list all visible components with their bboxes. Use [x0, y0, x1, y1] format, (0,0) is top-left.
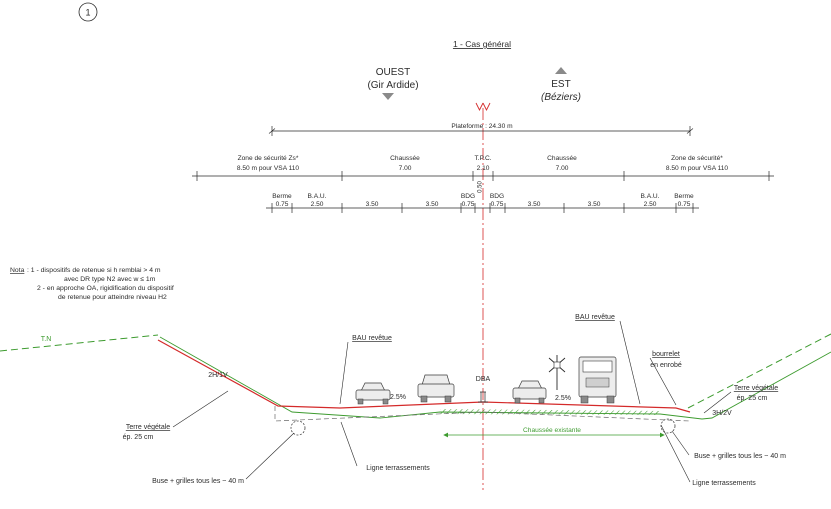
existing-road-label: Chaussée existante — [523, 427, 581, 434]
lane-value: 3.50 — [528, 201, 541, 208]
zone-label: Chaussée — [547, 155, 577, 162]
leader-line — [619, 320, 641, 405]
zones-dimension-line — [192, 171, 774, 181]
zone-label: Zone de sécurité Zs* — [238, 155, 299, 162]
lane-value: 3.50 — [588, 201, 601, 208]
lane-value: 3.50 — [366, 201, 379, 208]
leader-line — [339, 341, 349, 405]
lane-label: B.A.U. — [307, 193, 326, 200]
direction-east-name: EST — [551, 79, 570, 90]
median-barrier-label: DBA — [476, 376, 491, 383]
lanes-dimension-line — [266, 203, 699, 213]
direction-east-place: (Béziers) — [541, 92, 581, 103]
topsoil-left-label: Terre végétale — [126, 424, 170, 431]
leader-line — [340, 421, 358, 467]
zone-value: 8.50 m pour VSA 110 — [666, 165, 729, 172]
nota-line: 2 - en approche OA, rigidification du di… — [37, 285, 174, 292]
arrow-up-icon — [555, 67, 567, 74]
nota-line: avec DR type N2 avec w ≤ 1m — [64, 276, 156, 283]
culvert-left-label: Buse + grilles tous les ~ 40 m — [152, 478, 244, 485]
topsoil-right-label: Terre végétale — [734, 385, 778, 392]
lane-label: B.A.U. — [640, 193, 659, 200]
suv-icon — [417, 374, 455, 403]
leader-line — [649, 357, 677, 406]
lane-value: 3.50 — [426, 201, 439, 208]
natural-ground-label: T.N — [41, 336, 52, 343]
direction-west-name: OUEST — [376, 67, 410, 78]
drawing-title: 1 - Cas général — [453, 39, 511, 49]
nota-block: Nota : 1 - dispositifs de retenue si h r… — [10, 267, 174, 301]
leader-line — [660, 424, 691, 483]
zone-value: 7.00 — [399, 165, 412, 172]
natural-ground-line-left — [0, 334, 159, 352]
direction-west-place: (Gir Ardide) — [367, 80, 418, 91]
topsoil-left-sub-label: ép. 25 cm — [123, 434, 154, 441]
lane-label: Berme — [674, 193, 694, 200]
bau-right-label: BAU revêtue — [575, 314, 615, 321]
zone-label: Zone de sécurité* — [671, 155, 723, 162]
lane-label: Berme — [272, 193, 292, 200]
leader-line — [172, 390, 229, 428]
lane-value: 0.75 — [678, 201, 691, 208]
nota-line: : 1 - dispositifs de retenue si h rembla… — [27, 267, 161, 274]
culvert-right-icon — [660, 418, 676, 434]
topsoil-line — [159, 336, 831, 420]
platform-dimension-line — [268, 126, 694, 136]
zone-label: T.P.C. — [474, 155, 491, 162]
lane-label: BDG — [490, 193, 504, 200]
earthworks-right-label: Ligne terrassements — [692, 480, 756, 487]
culvert-left-icon — [290, 420, 306, 436]
platform-width: Plateforme : 24.30 m — [451, 123, 513, 130]
axis-offset-value: 0.50 — [478, 181, 484, 193]
median-barrier-icon — [478, 391, 488, 403]
lane-value: 0.75 — [276, 201, 289, 208]
lane-value: 2.50 — [311, 201, 324, 208]
existing-road-hatch — [440, 409, 660, 415]
leader-line — [703, 391, 732, 414]
lighting-mast-icon — [548, 355, 566, 390]
zone-value: 2.10 — [477, 165, 490, 172]
lane-label: BDG — [461, 193, 475, 200]
lane-value: 0.75 — [491, 201, 504, 208]
sheet-number-badge: 1 — [78, 2, 98, 22]
lane-value: 2.50 — [644, 201, 657, 208]
car-icon — [355, 382, 391, 405]
zone-value: 7.00 — [556, 165, 569, 172]
zone-value: 8.50 m pour VSA 110 — [237, 165, 300, 172]
zone-label: Chaussée — [390, 155, 420, 162]
car-icon — [512, 380, 547, 404]
nota-line: de retenue pour atteindre niveau H2 — [58, 294, 167, 301]
earthworks-left-label: Ligne terrassements — [366, 465, 430, 472]
nota-heading: Nota — [10, 267, 25, 274]
axis-marker-icon — [475, 102, 491, 112]
arrow-down-icon — [382, 93, 394, 100]
bourrelet-label: bourrelet — [652, 351, 680, 358]
slope-left-label: 2H/1V — [208, 372, 228, 379]
finished-road-profile — [157, 339, 691, 413]
lane-value: 0.75 — [462, 201, 475, 208]
sheet-number: 1 — [85, 8, 90, 18]
slope-right-label: 3H/2V — [712, 410, 732, 417]
natural-ground-line-right — [687, 333, 831, 409]
bau-left-label: BAU revêtue — [352, 335, 392, 342]
truck-icon — [578, 356, 617, 404]
bourrelet-sub-label: en enrobé — [650, 362, 682, 369]
crossfall-right-label: 2.5% — [555, 395, 571, 402]
leader-line — [671, 430, 690, 456]
topsoil-right-sub-label: ép. 25 cm — [737, 395, 768, 402]
leader-line — [245, 432, 295, 480]
culvert-right-label: Buse + grilles tous les ~ 40 m — [694, 453, 786, 460]
crossfall-left-label: 2.5% — [390, 394, 406, 401]
